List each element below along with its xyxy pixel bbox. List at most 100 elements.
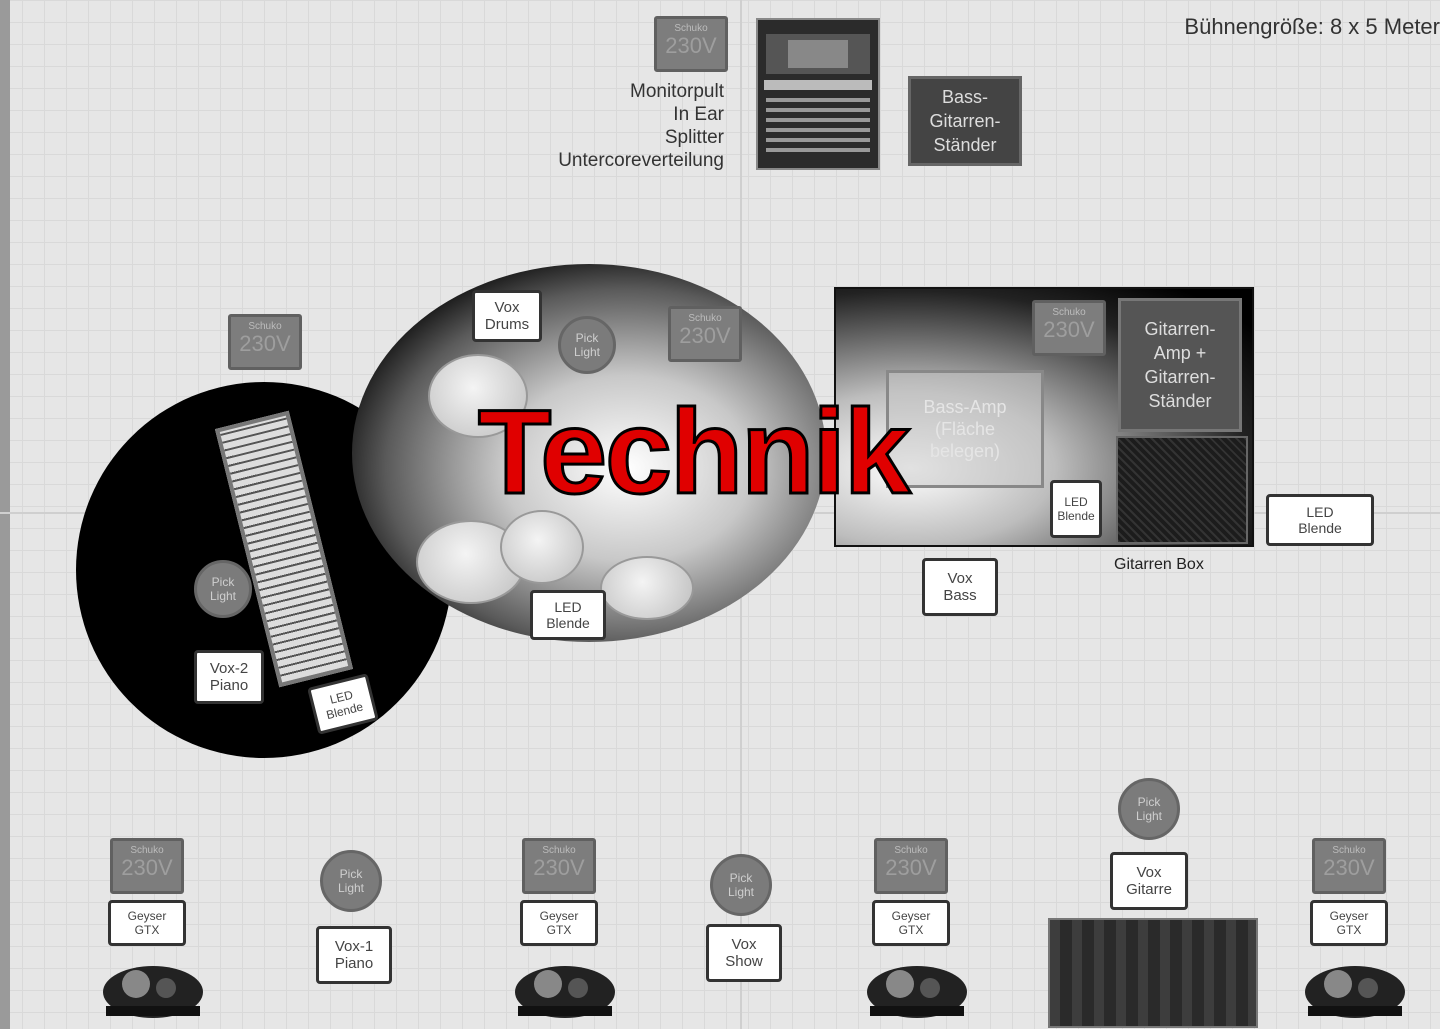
pick-light-front-2: Pick Light <box>710 854 772 916</box>
bass-stand-line: Gitarren- <box>929 111 1001 131</box>
monitor-label-line: Geyser <box>891 909 931 923</box>
vox-line: Piano <box>209 677 249 694</box>
power-voltage: 230V <box>885 855 937 880</box>
vox-line: Vox <box>731 936 757 953</box>
power-outlet-front-4: Schuko 230V <box>1312 838 1386 894</box>
power-label: Schuko <box>1332 845 1366 856</box>
vox-line: Drums <box>484 316 530 333</box>
monitor-label-line: Geyser <box>127 909 167 923</box>
pick-label: Pick <box>211 575 235 589</box>
monitor-line: Untercoreverteilung <box>558 150 724 171</box>
led-line: LED <box>1064 495 1088 509</box>
power-voltage: 230V <box>1043 317 1095 342</box>
mixer-console-image <box>756 18 880 170</box>
led-line: LED <box>554 599 582 615</box>
guitar-amp-line: Amp + <box>1153 343 1207 363</box>
vox-line: Bass <box>943 587 977 604</box>
monitor-label-line: GTX <box>134 923 160 937</box>
monitor-wedge-icon <box>100 952 206 1020</box>
power-voltage: 230V <box>239 331 291 356</box>
power-voltage: 230V <box>1323 855 1375 880</box>
bass-stand-line: Ständer <box>933 135 997 155</box>
bass-amp-line: belegen) <box>929 441 1001 461</box>
led-line: Blende <box>1298 520 1342 536</box>
monitor-line: Monitorpult <box>630 81 724 102</box>
drum-icon <box>500 510 584 584</box>
guitar-amp-line: Ständer <box>1148 391 1212 411</box>
monitor-line: In Ear <box>673 104 724 125</box>
mixer-icon <box>764 34 872 152</box>
pick-light-keys: Pick Light <box>194 560 252 618</box>
power-label: Schuko <box>130 845 164 856</box>
pick-light-front-1: Pick Light <box>320 850 382 912</box>
monitor-line: Splitter <box>664 127 724 148</box>
monitor-label-line: GTX <box>1336 923 1362 937</box>
power-voltage: 230V <box>679 323 731 348</box>
power-label: Schuko <box>688 313 722 324</box>
pick-label: Pick <box>339 867 363 881</box>
led-line: Blende <box>546 615 590 631</box>
power-voltage: 230V <box>533 855 585 880</box>
monitor-label-line: GTX <box>898 923 924 937</box>
power-outlet-drums: Schuko 230V <box>668 306 742 362</box>
guitar-amp-line: Gitarren- <box>1144 319 1216 339</box>
technik-watermark: Technik <box>477 385 913 519</box>
power-outlet-front-1: Schuko 230V <box>110 838 184 894</box>
vox-line: Show <box>725 953 763 970</box>
power-label: Schuko <box>248 321 282 332</box>
pick-label: Pick <box>1137 795 1161 809</box>
bass-amp-line: Bass-Amp <box>923 397 1007 417</box>
monitor-area-text: Monitorpult In Ear Splitter Untercorever… <box>558 80 724 172</box>
monitor-label-line: Geyser <box>1329 909 1369 923</box>
guitar-box-caption: Gitarren Box <box>1114 556 1204 573</box>
bass-amp: Bass-Amp (Fläche belegen) <box>886 370 1044 488</box>
power-outlet-front-2: Schuko 230V <box>522 838 596 894</box>
vox-line: Vox-2 <box>209 660 249 677</box>
power-label: Schuko <box>542 845 576 856</box>
vox-line: Vox-1 <box>334 938 374 955</box>
pick-label: Pick <box>729 871 753 885</box>
pick-label: Light <box>337 881 365 895</box>
left-edge <box>0 0 10 1029</box>
led-line: Blende <box>1057 509 1095 523</box>
power-outlet-amps: Schuko 230V <box>1032 300 1106 356</box>
bass-stand-line: Bass- <box>941 87 988 107</box>
monitor-wedge-icon <box>864 952 970 1020</box>
cymbal-icon <box>600 556 694 620</box>
pick-label: Light <box>727 885 755 899</box>
power-outlet-top: Schuko 230V <box>654 16 728 72</box>
monitor-wedge-icon <box>1302 952 1408 1020</box>
vox-line: Vox <box>1136 864 1162 881</box>
power-label: Schuko <box>674 23 708 34</box>
bass-amp-line: (Fläche <box>934 419 996 439</box>
pick-light-front-3: Pick Light <box>1118 778 1180 840</box>
pick-label: Light <box>1135 809 1163 823</box>
pick-label: Light <box>573 345 601 359</box>
guitar-cabinet-image <box>1116 436 1248 544</box>
power-voltage: 230V <box>121 855 173 880</box>
pick-label: Pick <box>575 331 599 345</box>
power-outlet-keys: Schuko 230V <box>228 314 302 370</box>
monitor-label-line: GTX <box>546 923 572 937</box>
stage-size-label: Bühnengröße: 8 x 5 Meter <box>1184 14 1440 39</box>
power-label: Schuko <box>894 845 928 856</box>
pick-label: Light <box>209 589 237 603</box>
pick-light-drums: Pick Light <box>558 316 616 374</box>
cymbal-icon <box>428 354 528 438</box>
vox-line: Vox <box>494 299 520 316</box>
power-outlet-front-3: Schuko 230V <box>874 838 948 894</box>
